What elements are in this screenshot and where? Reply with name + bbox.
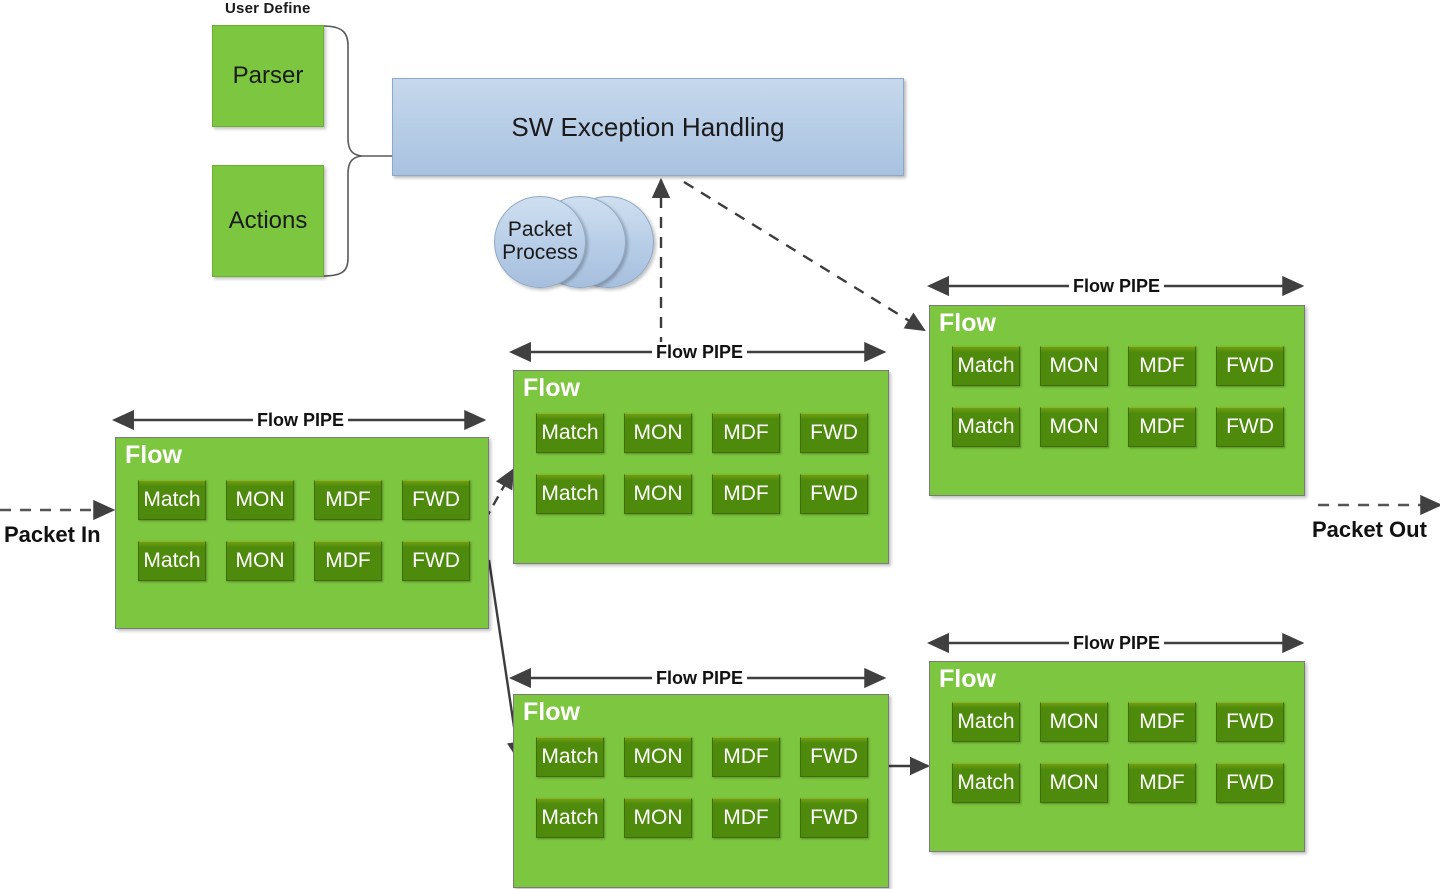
- stage-cell-fwd[interactable]: FWD: [800, 474, 868, 514]
- stage-cell-mon[interactable]: MON: [1040, 346, 1108, 386]
- stage-cell-mon[interactable]: MON: [1040, 702, 1108, 742]
- stage-cell-mdf[interactable]: MDF: [712, 737, 780, 777]
- flow-title-center-bottom: Flow: [523, 698, 580, 726]
- stage-cell-mdf[interactable]: MDF: [1128, 702, 1196, 742]
- stage-cell-match[interactable]: Match: [952, 702, 1020, 742]
- stage-cell-mon[interactable]: MON: [1040, 763, 1108, 803]
- stage-cell-mdf[interactable]: MDF: [1128, 763, 1196, 803]
- pipe-label-right-bottom: Flow PIPE: [1069, 633, 1165, 654]
- actions-box[interactable]: Actions: [212, 165, 324, 277]
- packet-process-circle-1: Packet Process: [494, 196, 586, 288]
- stage-cell-mdf[interactable]: MDF: [314, 480, 382, 520]
- flow-box-left[interactable]: Flow Match MON MDF FWD Match MON MDF FWD: [115, 437, 489, 629]
- stage-cell-fwd[interactable]: FWD: [800, 737, 868, 777]
- stage-cell-mon[interactable]: MON: [624, 413, 692, 453]
- stage-cell-mon[interactable]: MON: [226, 480, 294, 520]
- parser-box[interactable]: Parser: [212, 25, 324, 127]
- packet-in-label: Packet In: [4, 522, 101, 547]
- packet-out-label: Packet Out: [1312, 517, 1427, 542]
- link-sw-exception-to-right-top: [683, 180, 926, 332]
- stage-cell-match[interactable]: Match: [138, 480, 206, 520]
- stage-cell-match[interactable]: Match: [536, 737, 604, 777]
- flow-box-right-top[interactable]: Flow Match MON MDF FWD Match MON MDF FWD: [929, 305, 1305, 496]
- stage-cell-match[interactable]: Match: [952, 346, 1020, 386]
- flow-title-right-top: Flow: [939, 309, 996, 337]
- stage-cell-mdf[interactable]: MDF: [1128, 346, 1196, 386]
- pipe-label-left: Flow PIPE: [253, 410, 349, 431]
- stage-cell-match[interactable]: Match: [536, 413, 604, 453]
- parser-label: Parser: [232, 62, 304, 89]
- stage-cell-match[interactable]: Match: [536, 798, 604, 838]
- sw-exception-handling-label: SW Exception Handling: [511, 111, 785, 142]
- flow-box-right-bottom[interactable]: Flow Match MON MDF FWD Match MON MDF FWD: [929, 661, 1305, 852]
- stage-cell-match[interactable]: Match: [536, 474, 604, 514]
- stage-cell-fwd[interactable]: FWD: [1216, 346, 1284, 386]
- flow-title-right-bottom: Flow: [939, 665, 996, 693]
- stage-cell-match[interactable]: Match: [138, 541, 206, 581]
- stage-cell-mdf[interactable]: MDF: [712, 798, 780, 838]
- stage-cell-fwd[interactable]: FWD: [800, 413, 868, 453]
- stage-cell-fwd[interactable]: FWD: [1216, 702, 1284, 742]
- stage-cell-mon[interactable]: MON: [624, 737, 692, 777]
- flow-title-center-top: Flow: [523, 374, 580, 402]
- packet-process-line1: Packet: [507, 218, 573, 242]
- flow-box-center-top[interactable]: Flow Match MON MDF FWD Match MON MDF FWD: [513, 370, 889, 564]
- stage-cell-mdf[interactable]: MDF: [314, 541, 382, 581]
- stage-cell-fwd[interactable]: FWD: [402, 480, 470, 520]
- actions-label: Actions: [228, 207, 308, 234]
- pipe-label-center-top: Flow PIPE: [652, 342, 748, 363]
- sw-exception-handling-box[interactable]: SW Exception Handling: [392, 78, 904, 176]
- link-left-to-center-top: [483, 468, 515, 521]
- stage-cell-fwd[interactable]: FWD: [402, 541, 470, 581]
- stage-cell-match[interactable]: Match: [952, 407, 1020, 447]
- packet-process-stack[interactable]: Packet Process: [494, 196, 654, 288]
- stage-cell-fwd[interactable]: FWD: [1216, 763, 1284, 803]
- stage-cell-mdf[interactable]: MDF: [712, 413, 780, 453]
- stage-cell-fwd[interactable]: FWD: [1216, 407, 1284, 447]
- stage-cell-mdf[interactable]: MDF: [712, 474, 780, 514]
- stage-cell-mon[interactable]: MON: [624, 474, 692, 514]
- user-define-label: User Define: [225, 0, 311, 17]
- stage-cell-mdf[interactable]: MDF: [1128, 407, 1196, 447]
- stage-cell-mon[interactable]: MON: [624, 798, 692, 838]
- pipe-label-right-top: Flow PIPE: [1069, 276, 1165, 297]
- stage-cell-mon[interactable]: MON: [226, 541, 294, 581]
- stage-cell-fwd[interactable]: FWD: [800, 798, 868, 838]
- user-define-brace: [322, 25, 392, 277]
- flow-box-center-bottom[interactable]: Flow Match MON MDF FWD Match MON MDF FWD: [513, 694, 889, 888]
- packet-process-line2: Process: [502, 241, 578, 264]
- stage-cell-mon[interactable]: MON: [1040, 407, 1108, 447]
- stage-cell-match[interactable]: Match: [952, 763, 1020, 803]
- pipe-label-center-bottom: Flow PIPE: [652, 668, 748, 689]
- flow-title-left: Flow: [125, 441, 182, 469]
